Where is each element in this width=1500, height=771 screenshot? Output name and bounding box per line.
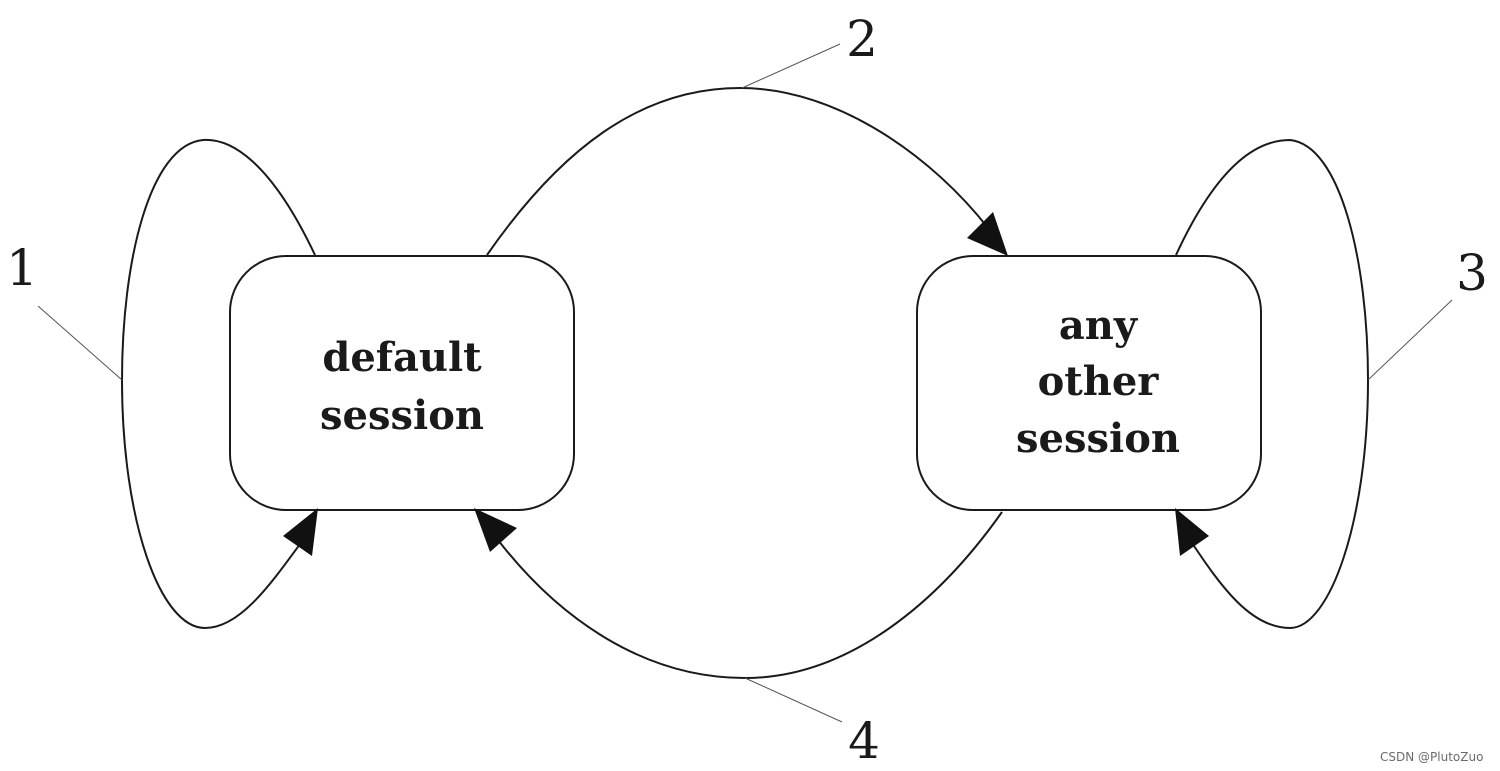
default-to-other-edge [486,86,989,256]
default-session-node [229,255,575,511]
callout-2-leader [741,43,841,89]
other-session-label-line-1: any [1059,302,1139,349]
callout-1: 1 [6,239,38,297]
callout-2: 2 [846,10,878,68]
watermark: CSDN @PlutoZuo [1380,750,1484,764]
callout-4: 4 [848,712,880,770]
other-session-label-line-2: other [1038,358,1160,405]
callout-1-leader [37,305,123,381]
default-session-label-line-2: session [320,392,484,439]
callout-4-leader [744,677,843,723]
other-session-node [916,255,1262,511]
default-to-other-arrowhead [967,212,1008,256]
other-to-default-edge [497,511,1003,680]
self-loop-other-arrowhead [1175,508,1209,556]
default-session-label-line-1: default [322,334,482,381]
other-to-default-arrowhead [474,508,517,552]
callout-3: 3 [1456,244,1488,302]
other-session-label-line-3: session [1016,415,1180,462]
self-loop-default-arrowhead [283,508,318,556]
callout-3-leader [1367,299,1453,381]
